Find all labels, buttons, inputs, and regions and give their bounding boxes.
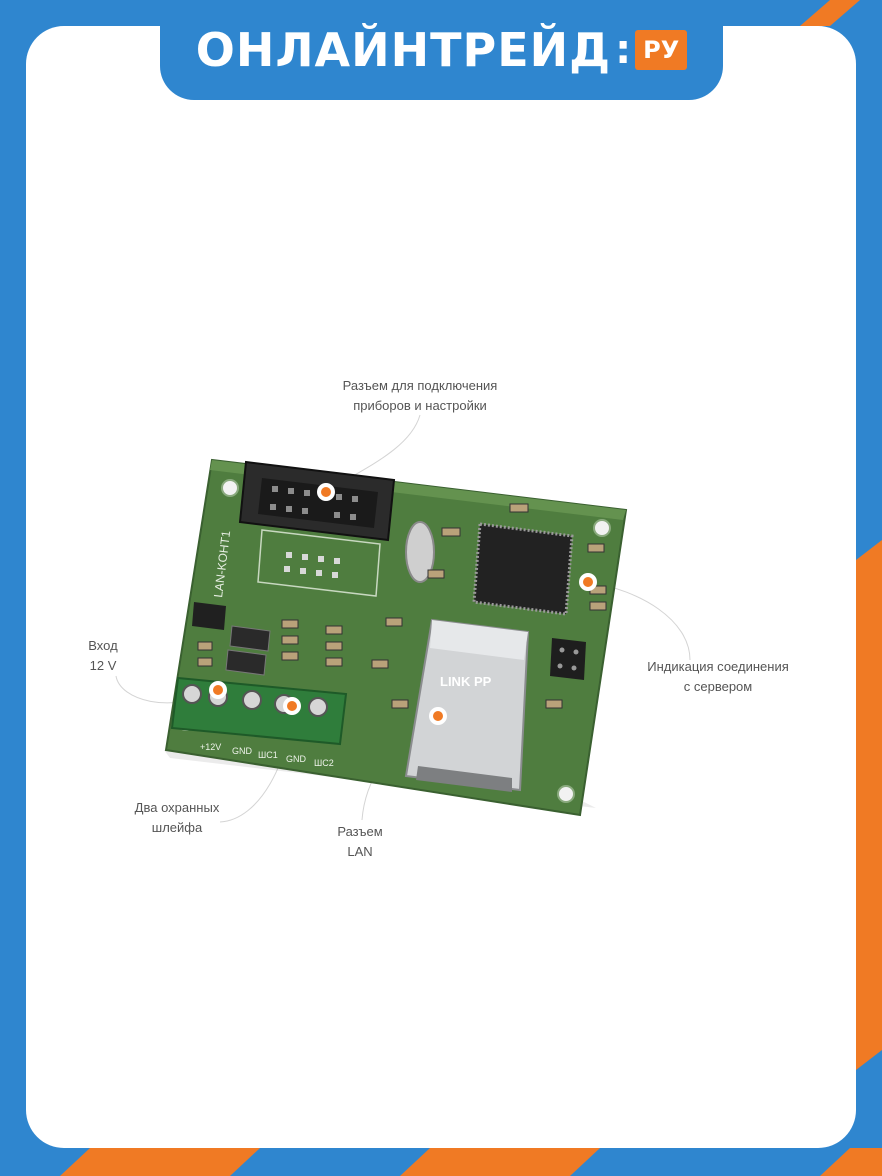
jack-brand-label: LINK PP xyxy=(440,674,492,689)
callout-loops-line2: шлейфа xyxy=(151,820,203,835)
brand-suffix-badge: РУ xyxy=(635,30,688,70)
callout-indication-line1: Индикация соединения xyxy=(647,659,789,674)
callout-power-line2: 12 V xyxy=(89,658,117,673)
callout-loops-line1: Два охранных xyxy=(134,800,220,815)
main-chip xyxy=(472,522,574,616)
callout-lan-line2: LAN xyxy=(347,844,373,859)
hotspot-markers xyxy=(209,483,597,725)
callout-connector-line2: приборов и настройки xyxy=(353,398,487,413)
brand-name: ОНЛАЙНТРЕЙД xyxy=(195,23,612,77)
terminal-label-4: GND xyxy=(286,754,307,764)
callout-power-line1: Вход xyxy=(88,638,118,653)
terminal-label-3: ШС1 xyxy=(258,750,278,760)
callout-connector: Разъем для подключения приборов и настро… xyxy=(330,376,510,416)
terminal-label-1: +12V xyxy=(200,742,221,752)
callout-indication: Индикация соединения с сервером xyxy=(630,657,806,697)
callout-lan: Разъем LAN xyxy=(320,822,400,862)
callout-connector-line1: Разъем для подключения xyxy=(342,378,498,393)
brand-header: ОНЛАЙНТРЕЙД : РУ xyxy=(160,0,723,100)
callout-loops: Два охранных шлейфа xyxy=(118,798,236,838)
callout-lan-line1: Разъем xyxy=(337,824,383,839)
terminal-label-2: GND xyxy=(232,746,253,756)
callout-indication-line2: с сервером xyxy=(683,679,753,694)
terminal-label-5: ШС2 xyxy=(314,758,334,768)
callout-power: Вход 12 V xyxy=(70,636,136,676)
brand-separator: : xyxy=(615,27,632,73)
